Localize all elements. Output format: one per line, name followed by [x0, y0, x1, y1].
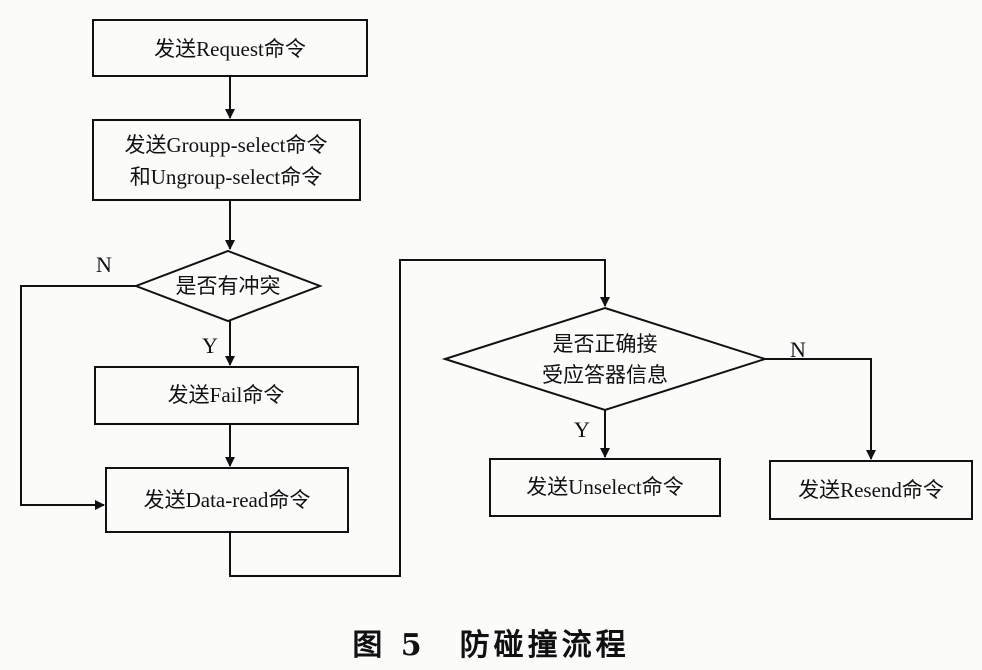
resend-box [769, 460, 973, 520]
correct-yes-label: Y [574, 417, 590, 442]
arrow-dataread-to-correct [229, 259, 610, 577]
arrow-correct-no [765, 358, 876, 460]
conflict-text: 是否有冲突 [176, 274, 281, 298]
fail-text: 发送Fail命令 [168, 383, 285, 407]
conflict-yes-label: Y [202, 333, 218, 358]
group-select-text-2: 和Ungroup-select命令 [130, 165, 322, 189]
conflict-decision [133, 249, 323, 323]
group-select-box [92, 119, 361, 201]
arrow-conflict-no-path [20, 285, 136, 510]
correct-decision [441, 306, 769, 412]
figure-caption: 图 5 防碰撞流程 [352, 628, 630, 663]
request-text: 发送Request命令 [154, 37, 306, 61]
dataread-text: 发送Data-read命令 [144, 488, 311, 512]
unselect-text: 发送Unselect命令 [526, 475, 683, 499]
correct-text-1: 是否正确接 [553, 332, 658, 356]
unselect-box [489, 458, 721, 517]
conflict-no-label: N [96, 252, 112, 277]
resend-text: 发送Resend命令 [798, 478, 944, 502]
fail-box [94, 366, 359, 425]
dataread-box [105, 467, 349, 533]
correct-text-2: 受应答器信息 [542, 363, 668, 387]
correct-no-label: N [790, 337, 806, 362]
group-select-text-1: 发送Groupp-select命令 [125, 133, 328, 157]
